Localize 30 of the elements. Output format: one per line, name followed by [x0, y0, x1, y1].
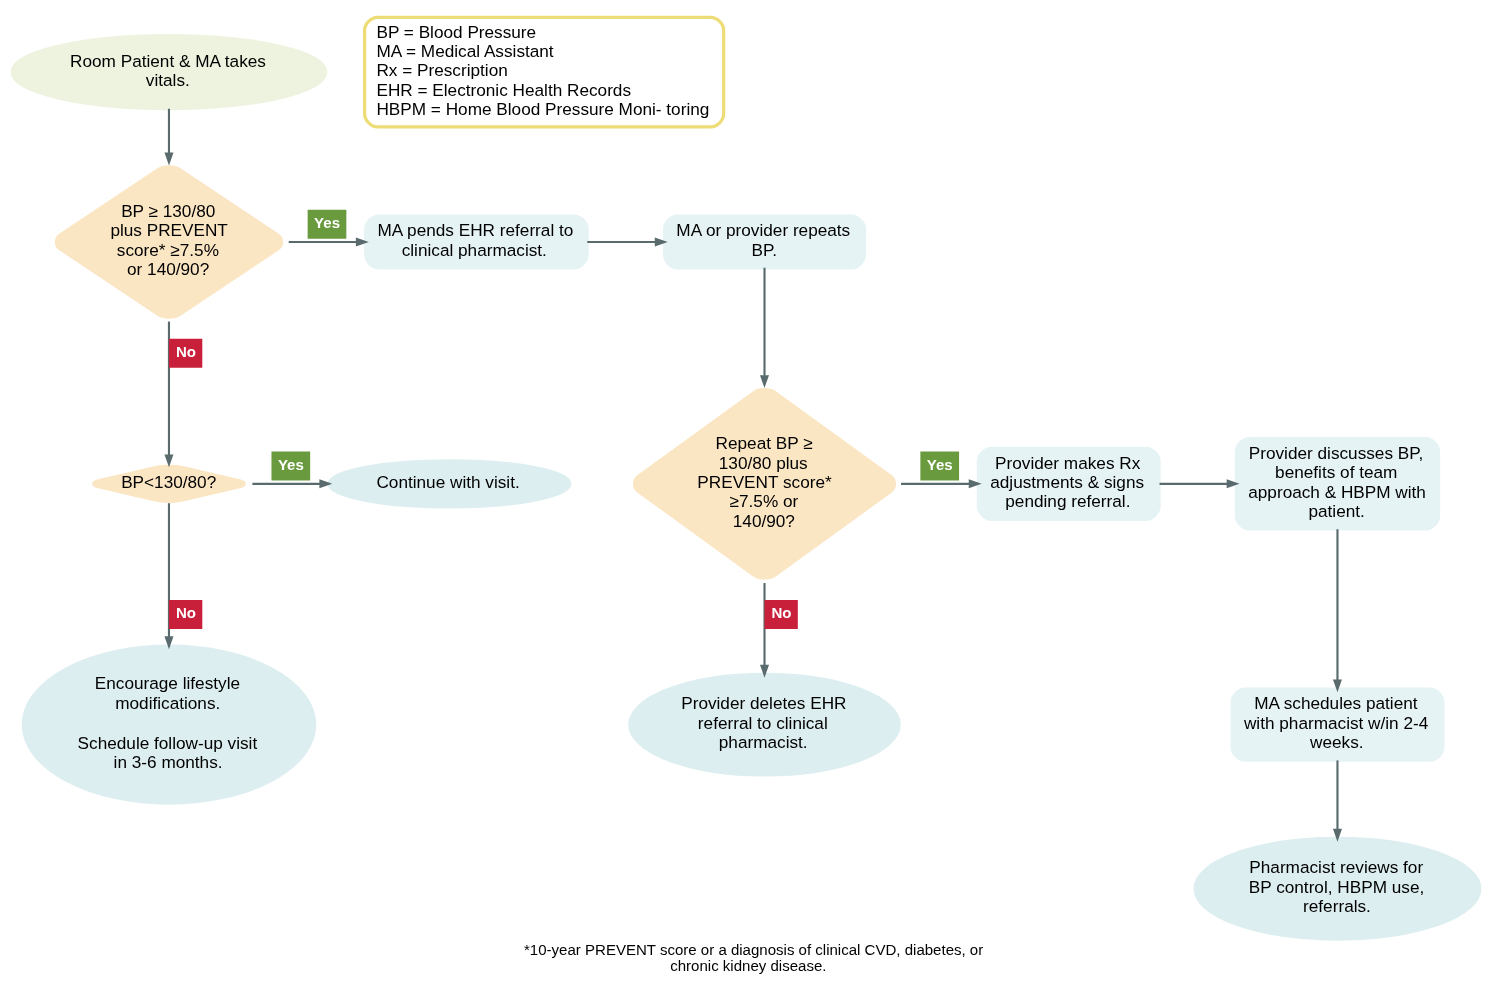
edge-label: Yes	[277, 455, 304, 473]
node-box: MA pends EHR referral to clinical pharmacist.	[364, 214, 589, 269]
node-ellipse: Provider deletes EHR referral to clinical pharmacist.	[628, 672, 901, 777]
node-box: BP = Blood Pressure MA = Medical Assistant Rx = Prescription EHR = Electronic Health Records HBPM = Home Blood Pressure Moni- toring	[363, 15, 726, 129]
edge-label: Yes	[314, 213, 341, 231]
arrow	[1159, 478, 1240, 488]
node-box: MA schedules patient with pharmacist w/in 2-4 weeks.	[1230, 687, 1445, 762]
node-box: MA or provider repeats BP.	[662, 214, 867, 269]
arrow	[760, 582, 770, 678]
arrow	[252, 478, 333, 488]
node-ellipse: Room Patient & MA takes vitals.	[10, 33, 328, 110]
node-box: Provider discusses BP, benefits of team approach & HBPM with patient.	[1234, 436, 1441, 531]
edge-label: No	[175, 603, 197, 621]
arrow	[164, 108, 174, 165]
arrow	[587, 236, 668, 246]
node-ellipse: Pharmacist reviews for BP control, HBPM use, referrals.	[1193, 836, 1482, 941]
arrow	[288, 236, 369, 246]
arrow	[164, 321, 174, 467]
caption: *10-year PREVENT score or a diagnosis of clinical CVD, diabetes, or chronic kidney disease.	[524, 940, 984, 974]
arrow	[1332, 759, 1342, 842]
arrow	[760, 267, 770, 388]
arrow	[164, 502, 174, 649]
arrow	[901, 478, 982, 488]
arrow	[1332, 528, 1342, 692]
node-ellipse: Continue with visit.	[327, 458, 572, 508]
edge-label: No	[771, 603, 792, 621]
edge-label: No	[175, 342, 197, 360]
node-box: Provider makes Rx adjustments & signs pending referral.	[976, 446, 1161, 521]
edge-label: Yes	[926, 455, 953, 473]
node-ellipse: Encourage lifestyle modifications. Schedule follow-up visit in 3-6 months.	[21, 644, 317, 805]
